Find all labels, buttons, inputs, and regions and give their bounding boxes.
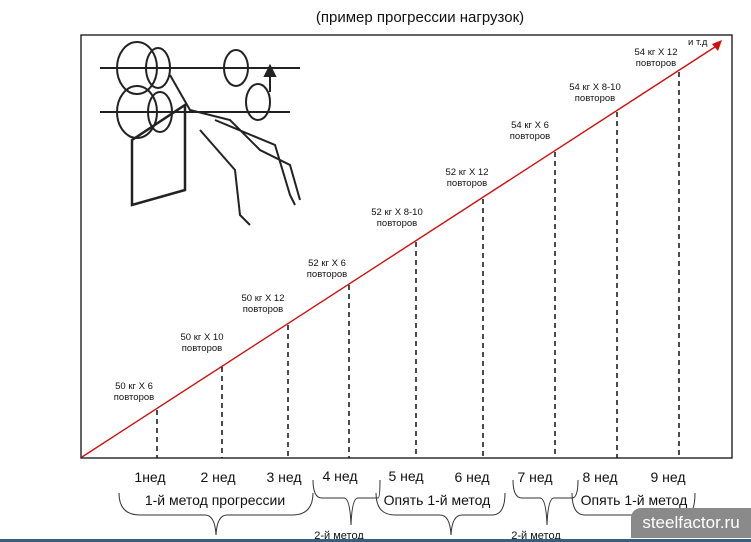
week-label: 7 нед xyxy=(517,469,552,485)
week-label: 9 нед xyxy=(650,469,685,485)
bottom-border xyxy=(0,539,751,542)
brace xyxy=(118,492,314,536)
method-label: 1-й метод прогрессии xyxy=(145,492,285,508)
brace xyxy=(312,479,381,526)
week-label: 4 нед xyxy=(322,468,357,484)
brace xyxy=(375,492,506,536)
method-label: Опять 1-й метод xyxy=(581,492,688,508)
progression-arrow xyxy=(81,44,719,458)
week-labels: 1нед 2 нед 3 нед 4 нед 5 нед 6 нед 7 нед… xyxy=(134,468,685,485)
bench-press-illustration xyxy=(100,41,301,226)
arrow-head-icon xyxy=(712,40,722,51)
etc-label: и т.д xyxy=(688,37,708,48)
week-label: 2 нед xyxy=(200,469,235,485)
week-label: 8 нед xyxy=(582,469,617,485)
method-label: Опять 1-й метод xyxy=(384,492,491,508)
chart-frame xyxy=(80,34,733,459)
week-label: 6 нед xyxy=(454,469,489,485)
method-labels: 1-й метод прогрессии 2-й метод Опять 1-й… xyxy=(145,492,688,542)
watermark: steelfactor.ru xyxy=(631,508,751,538)
week-label: 1нед xyxy=(134,469,165,485)
week-label: 5 нед xyxy=(388,468,423,484)
brace xyxy=(512,479,579,526)
diagram-title: (пример прогрессии нагрузок) xyxy=(316,9,524,26)
step-lines xyxy=(156,72,680,458)
week-label: 3 нед xyxy=(266,469,301,485)
